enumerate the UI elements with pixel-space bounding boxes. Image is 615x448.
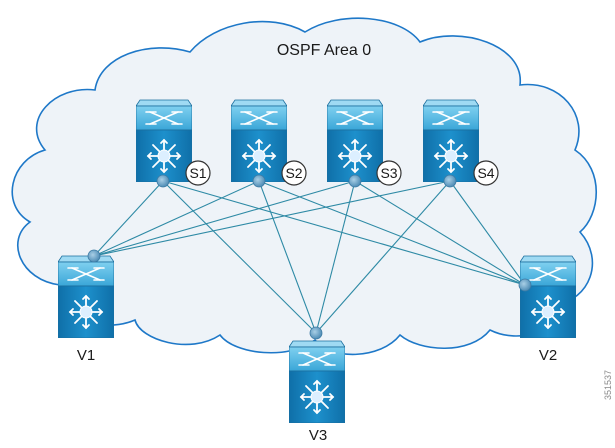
port-dot-s4 — [443, 174, 457, 188]
link-s4-v3 — [315, 180, 451, 334]
port-dot-v2 — [518, 278, 532, 292]
port-dot-v3 — [309, 326, 323, 340]
spine-switch-s1[interactable] — [136, 99, 192, 182]
port-dot-s3 — [348, 174, 362, 188]
port-dots-layer — [87, 174, 532, 340]
badge-s1-label: S1 — [189, 165, 206, 181]
leaf-switch-v2[interactable] — [520, 255, 576, 338]
badge-s4-label: S4 — [477, 165, 494, 181]
link-s2-v1 — [93, 180, 260, 257]
spine-switch-s3[interactable] — [327, 99, 383, 182]
links-layer — [93, 180, 526, 334]
leaf-label-v3: V3 — [309, 427, 327, 443]
link-s3-v3 — [315, 180, 356, 334]
badge-s3: S3 — [376, 160, 402, 186]
leaf-switch-v1[interactable] — [58, 255, 114, 338]
link-s4-v1 — [93, 180, 451, 257]
leaf-label-v1: V1 — [77, 347, 95, 364]
badge-s2: S2 — [281, 160, 307, 186]
link-s1-v3 — [162, 180, 317, 334]
spine-switch-s2[interactable] — [231, 99, 287, 182]
link-s3-v2 — [354, 180, 526, 286]
link-s1-v2 — [162, 180, 526, 286]
link-s2-v2 — [258, 180, 526, 286]
badge-s3-label: S3 — [380, 165, 397, 181]
port-dot-s2 — [252, 174, 266, 188]
port-dot-s1 — [156, 174, 170, 188]
link-s4-v2 — [449, 180, 526, 286]
leaf-switch-v3[interactable] — [289, 340, 345, 423]
link-s3-v1 — [93, 180, 356, 257]
spine-switch-s4[interactable] — [423, 99, 479, 182]
badge-s4: S4 — [473, 160, 499, 186]
area-label: OSPF Area 0 — [277, 42, 371, 59]
port-dot-v1 — [87, 249, 101, 263]
badge-s2-label: S2 — [285, 165, 302, 181]
badge-s1: S1 — [185, 160, 211, 186]
link-s1-v1 — [93, 180, 164, 257]
figure-id: 351537 — [603, 370, 613, 400]
leaf-label-v2: V2 — [539, 347, 557, 364]
